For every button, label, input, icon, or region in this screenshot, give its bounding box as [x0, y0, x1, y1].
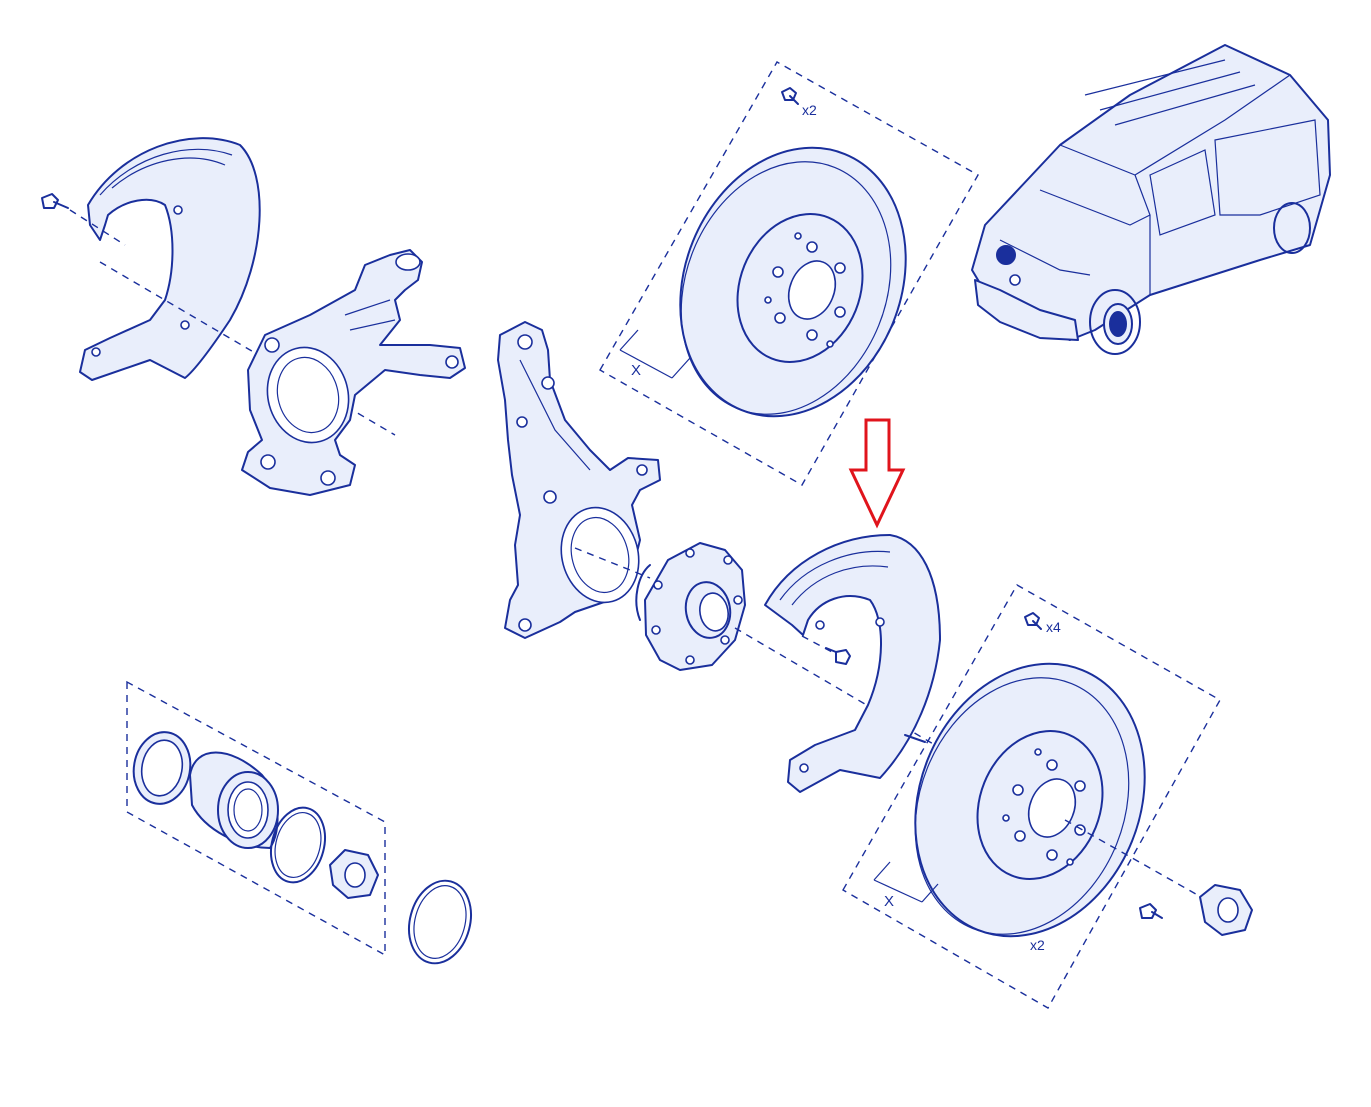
- bearing-circlip-inner[interactable]: [263, 802, 333, 889]
- wheel-hub-flange[interactable]: [635, 542, 746, 671]
- wheel-bearing[interactable]: [189, 751, 279, 849]
- rear-steering-knuckle[interactable]: [241, 249, 466, 496]
- disc-retaining-bolt[interactable]: [1139, 903, 1163, 919]
- front-disc-qty: x2: [1030, 937, 1045, 953]
- shield-bolt-front[interactable]: [825, 647, 851, 665]
- rear-brake-disc[interactable]: [641, 114, 945, 451]
- front-steering-knuckle[interactable]: [497, 321, 661, 639]
- rear-dust-shield[interactable]: [79, 137, 261, 381]
- front-disc-dimension: [873, 861, 939, 903]
- front-disc-group-box: [842, 584, 1221, 1009]
- rear-disc-group-box: [599, 61, 979, 486]
- bolt-icon: [1024, 612, 1042, 630]
- front-disc-stud-qty: x4: [1046, 619, 1061, 635]
- front-disc-stud[interactable]: [1024, 612, 1042, 630]
- front-brake-disc[interactable]: [876, 629, 1185, 971]
- front-disc-dimension-label: X: [884, 893, 894, 910]
- down-arrow-icon: [848, 418, 906, 529]
- bearing-circlip-outer[interactable]: [128, 728, 196, 809]
- bolt-icon: [825, 647, 851, 665]
- rear-disc-bolt[interactable]: [781, 87, 799, 105]
- rear-disc-dimension: [619, 329, 691, 379]
- bearing-kit-box: [126, 680, 386, 957]
- hub-nut[interactable]: [1199, 884, 1253, 936]
- bolt-icon: [1139, 903, 1163, 919]
- bearing-nut[interactable]: [329, 849, 379, 899]
- bolt-icon: [41, 193, 69, 209]
- rear-disc-bolt-qty: x2: [802, 102, 817, 118]
- rear-disc-dimension-label: X: [631, 362, 641, 379]
- bolt-icon: [781, 87, 799, 105]
- van-icon: [971, 44, 1331, 355]
- snap-ring[interactable]: [400, 874, 480, 971]
- front-dust-shield[interactable]: [764, 534, 941, 793]
- shield-bolt-left[interactable]: [41, 193, 69, 209]
